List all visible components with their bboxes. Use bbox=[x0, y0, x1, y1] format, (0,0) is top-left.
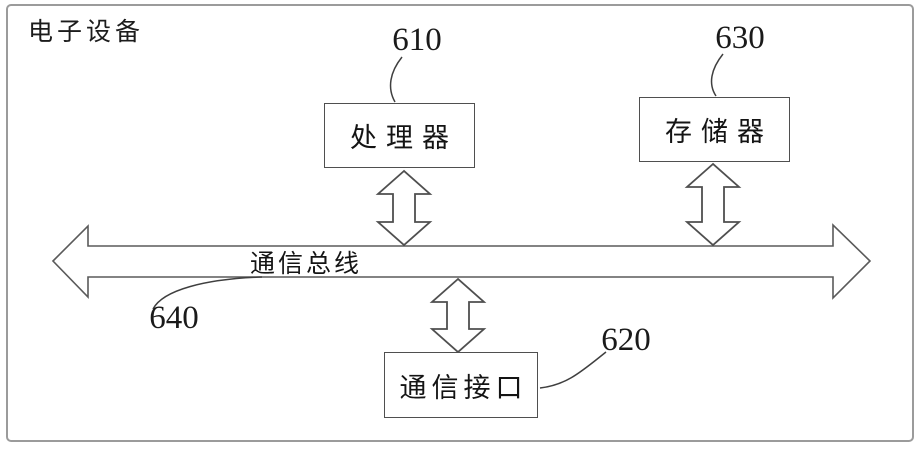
bus-double-arrow bbox=[51, 223, 872, 300]
comm-interface-box: 通信接口 bbox=[384, 352, 538, 418]
bus-label: 通信总线 bbox=[249, 250, 362, 278]
leader-line-630 bbox=[710, 53, 724, 97]
leader-line-620 bbox=[539, 351, 607, 389]
ref-number-interface: 620 bbox=[601, 322, 651, 358]
memory-bus-arrow bbox=[684, 162, 742, 247]
leader-line-610 bbox=[389, 56, 403, 103]
processor-bus-arrow bbox=[375, 169, 433, 247]
processor-label: 处理器 bbox=[350, 123, 458, 153]
ref-number-bus: 640 bbox=[149, 300, 199, 336]
figure-title: 电子设备 bbox=[28, 19, 145, 46]
ref-number-processor: 610 bbox=[392, 22, 442, 58]
memory-label: 存储器 bbox=[665, 117, 773, 147]
device-outline-frame bbox=[6, 4, 914, 442]
processor-box: 处理器 bbox=[324, 103, 475, 168]
ref-number-memory: 630 bbox=[715, 20, 765, 56]
memory-box: 存储器 bbox=[639, 97, 790, 162]
leader-line-640 bbox=[152, 276, 263, 310]
comm-interface-label: 通信接口 bbox=[399, 372, 528, 403]
interface-bus-arrow bbox=[429, 277, 487, 354]
